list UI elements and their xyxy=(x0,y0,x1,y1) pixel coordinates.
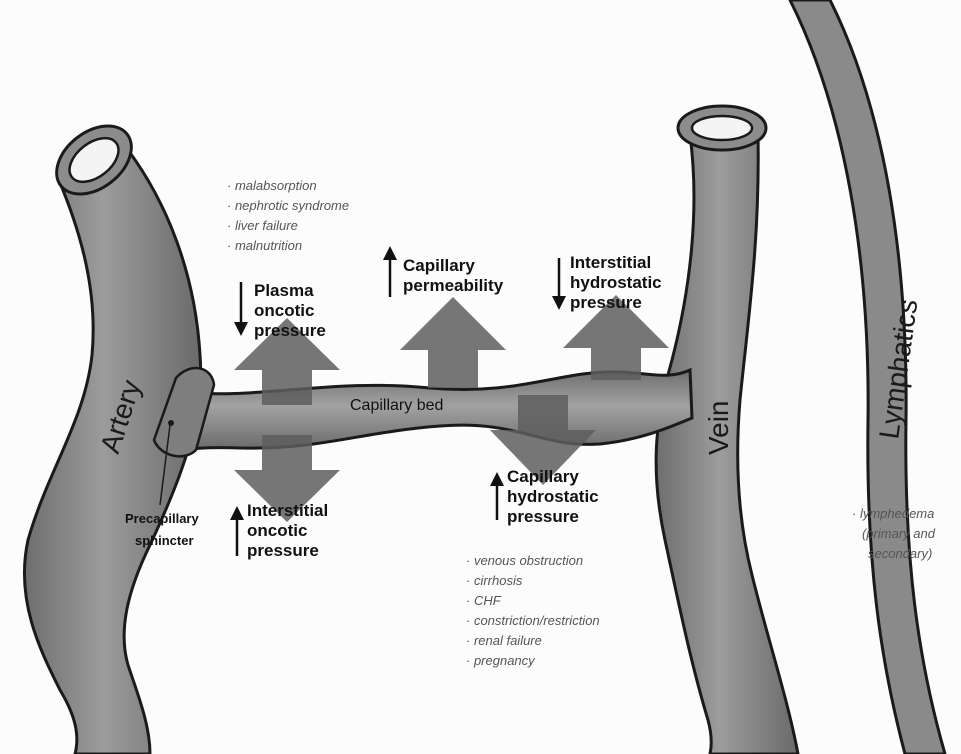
list-item: · cirrhosis xyxy=(466,573,523,588)
svg-text:Interstitial: Interstitial xyxy=(570,253,651,272)
svg-text:hydrostatic: hydrostatic xyxy=(507,487,599,506)
list-item: · malabsorption xyxy=(227,178,317,193)
increase-arrow-icon xyxy=(490,472,504,486)
vein-lumen-inner xyxy=(692,116,752,140)
list-item: · venous obstruction xyxy=(466,553,583,568)
svg-text:pressure: pressure xyxy=(570,293,642,312)
list-item: · constriction/restriction xyxy=(466,613,600,628)
decrease-arrow-icon xyxy=(552,296,566,310)
sphincter-label-line2: sphincter xyxy=(135,533,194,548)
lymphatics-vessel xyxy=(790,0,945,754)
low-oncotic-causes-list: · malabsorption · nephrotic syndrome · l… xyxy=(227,178,349,253)
svg-text:Plasma: Plasma xyxy=(254,281,314,300)
decrease-arrow-icon xyxy=(234,322,248,336)
list-item: · liver failure xyxy=(227,218,298,233)
svg-text:hydrostatic: hydrostatic xyxy=(570,273,662,292)
svg-text:Capillary: Capillary xyxy=(507,467,579,486)
sphincter-pointer-dot xyxy=(168,420,174,426)
list-item: · nephrotic syndrome xyxy=(227,198,349,213)
svg-text:Interstitial: Interstitial xyxy=(247,501,328,520)
svg-text:pressure: pressure xyxy=(247,541,319,560)
list-item: · renal failure xyxy=(466,633,542,648)
capillary-hydrostatic-factor: Capillary hydrostatic pressure xyxy=(490,467,599,526)
arrow-middle-up xyxy=(400,297,506,388)
list-item: · pregnancy xyxy=(466,653,536,668)
plasma-oncotic-factor: Plasma oncotic pressure xyxy=(234,281,326,340)
increase-arrow-icon xyxy=(230,506,244,520)
list-item: · lymphedema xyxy=(852,506,934,521)
svg-text:pressure: pressure xyxy=(254,321,326,340)
lymphatic-causes-list: · lymphedema (primary and secondary) xyxy=(852,506,936,561)
svg-text:permeability: permeability xyxy=(403,276,504,295)
sphincter-label-line1: Precapillary xyxy=(125,511,199,526)
list-item: (primary and xyxy=(862,526,936,541)
high-hydrostatic-causes-list: · venous obstruction · cirrhosis · CHF ·… xyxy=(466,553,600,668)
vein-label: Vein xyxy=(703,401,734,456)
increase-arrow-icon xyxy=(383,246,397,260)
svg-text:oncotic: oncotic xyxy=(247,521,307,540)
svg-text:oncotic: oncotic xyxy=(254,301,314,320)
interstitial-hydrostatic-factor: Interstitial hydrostatic pressure xyxy=(552,253,662,312)
svg-text:pressure: pressure xyxy=(507,507,579,526)
capillary-permeability-factor: Capillary permeability xyxy=(383,246,504,297)
list-item: secondary) xyxy=(868,546,932,561)
list-item: · CHF xyxy=(466,593,502,608)
list-item: · malnutrition xyxy=(227,238,302,253)
interstitial-oncotic-factor: Interstitial oncotic pressure xyxy=(230,501,328,560)
capillary-bed-label: Capillary bed xyxy=(350,397,443,414)
svg-text:Capillary: Capillary xyxy=(403,256,475,275)
